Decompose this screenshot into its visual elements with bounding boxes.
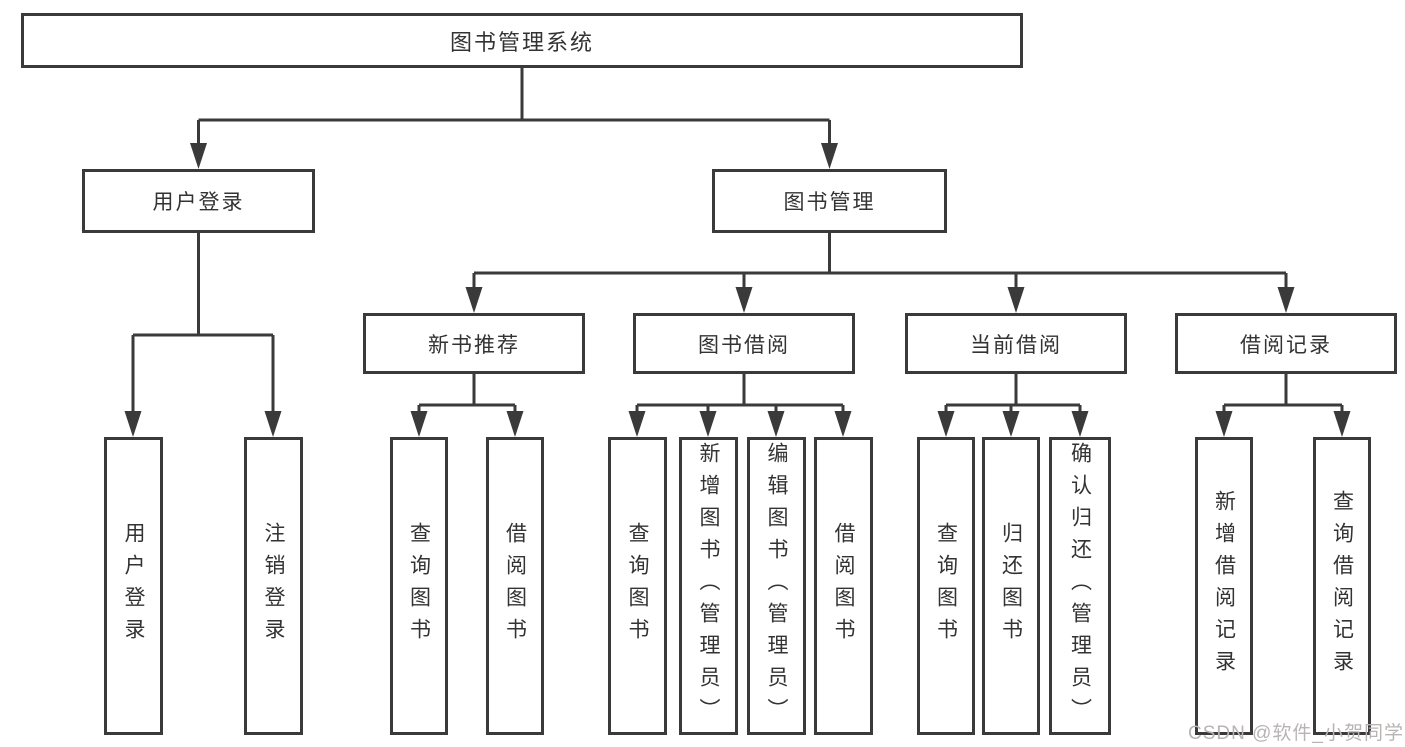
arrowhead-down-icon <box>1007 287 1025 313</box>
node-book-borrow-label: 图书借阅 <box>698 333 790 357</box>
node-book-borrow: 图书借阅 <box>633 313 855 374</box>
leaf-cb-query: 查询图书 <box>917 437 975 735</box>
leaf-br-query-label: 查询借阅记录 <box>1330 490 1354 682</box>
arrowhead-down-icon <box>834 411 852 437</box>
node-current-borrow: 当前借阅 <box>905 313 1127 374</box>
leaf-br-query: 查询借阅记录 <box>1313 437 1371 735</box>
arrowhead-down-icon <box>767 411 785 437</box>
node-current-borrow-label: 当前借阅 <box>970 333 1062 357</box>
node-root-label: 图书管理系统 <box>449 29 594 55</box>
leaf-cb-confirm-label: 确认归还（管理员） <box>1068 442 1092 730</box>
leaf-bb-edit-label: 编辑图书（管理员） <box>765 442 788 730</box>
arrowhead-down-icon <box>1277 287 1295 313</box>
arrowhead-down-icon <box>937 411 955 437</box>
arrowhead-down-icon <box>190 143 207 169</box>
arrowhead-down-icon <box>124 411 142 437</box>
leaf-bb-add-label: 新增图书（管理员） <box>697 442 720 730</box>
leaf-cb-confirm: 确认归还（管理员） <box>1049 437 1111 735</box>
leaf-cb-query-label: 查询图书 <box>934 522 958 650</box>
leaf-bb-edit: 编辑图书（管理员） <box>747 437 806 735</box>
arrowhead-down-icon <box>1333 411 1351 437</box>
leaf-ul-logout: 注销登录 <box>244 437 303 735</box>
leaf-ul-login: 用户登录 <box>104 437 163 735</box>
arrowhead-down-icon <box>1002 411 1020 437</box>
leaf-cb-return: 归还图书 <box>982 437 1040 735</box>
node-user-login-label: 用户登录 <box>152 191 245 214</box>
arrowhead-down-icon <box>410 411 428 437</box>
arrowhead-down-icon <box>699 411 717 437</box>
node-borrow-record: 借阅记录 <box>1175 313 1397 374</box>
leaf-bb-add: 新增图书（管理员） <box>679 437 738 735</box>
leaf-bb-borrow: 借阅图书 <box>814 437 873 735</box>
arrowhead-down-icon <box>735 287 753 313</box>
arrowhead-down-icon <box>628 411 646 437</box>
leaf-cb-return-label: 归还图书 <box>999 522 1023 650</box>
node-book-mgmt: 图书管理 <box>712 169 947 233</box>
leaf-nb-borrow-label: 借阅图书 <box>503 522 527 650</box>
arrowhead-down-icon <box>1071 411 1089 437</box>
leaf-ul-login-label: 用户登录 <box>122 522 145 650</box>
csdn-watermark: CSDN @软件_小贺同学 <box>1188 723 1404 744</box>
node-borrow-record-label: 借阅记录 <box>1240 333 1332 357</box>
node-book-mgmt-label: 图书管理 <box>783 191 876 214</box>
node-user-login: 用户登录 <box>82 169 315 233</box>
leaf-nb-query: 查询图书 <box>390 437 448 735</box>
arrowhead-down-icon <box>506 411 524 437</box>
arrowhead-down-icon <box>821 143 838 169</box>
leaf-bb-query: 查询图书 <box>608 437 667 735</box>
leaf-bb-borrow-label: 借阅图书 <box>832 522 855 650</box>
leaf-nb-borrow: 借阅图书 <box>486 437 544 735</box>
leaf-br-add-label: 新增借阅记录 <box>1212 490 1236 682</box>
leaf-nb-query-label: 查询图书 <box>407 522 431 650</box>
node-root: 图书管理系统 <box>21 13 1023 68</box>
node-new-book-rec: 新书推荐 <box>363 313 585 374</box>
arrowhead-down-icon <box>465 287 483 313</box>
leaf-ul-logout-label: 注销登录 <box>262 522 285 650</box>
arrowhead-down-icon <box>264 411 282 437</box>
leaf-bb-query-label: 查询图书 <box>626 522 649 650</box>
arrowhead-down-icon <box>1215 411 1233 437</box>
leaf-br-add: 新增借阅记录 <box>1195 437 1253 735</box>
node-new-book-rec-label: 新书推荐 <box>428 333 520 357</box>
